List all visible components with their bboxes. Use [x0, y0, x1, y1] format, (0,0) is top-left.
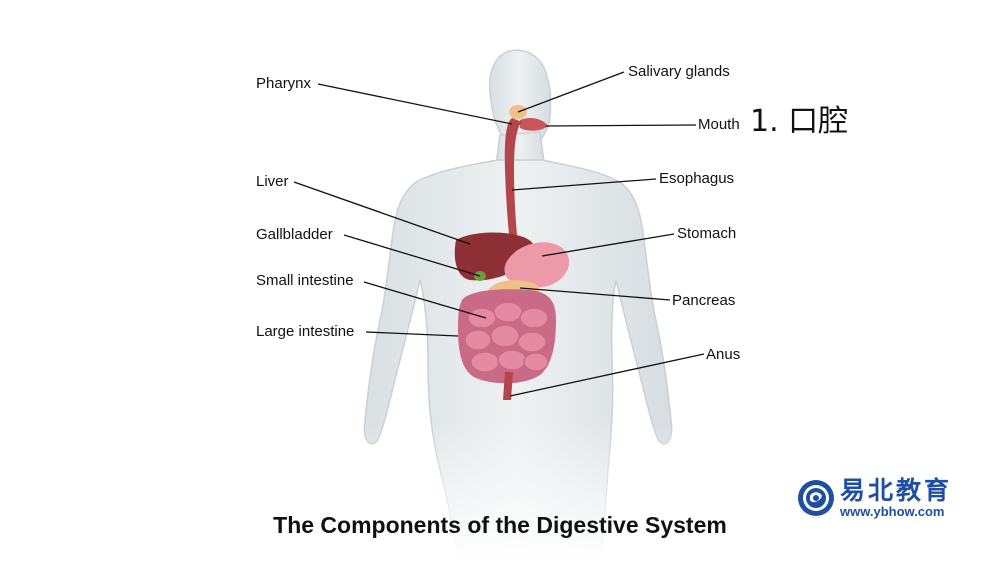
label-gallbladder: Gallbladder	[256, 226, 333, 243]
small-intestine-line	[363, 281, 487, 319]
salivary-glands-line	[517, 71, 625, 113]
gallbladder-line	[343, 234, 481, 277]
brand-watermark: 易北教育 www.ybhow.com	[796, 476, 976, 522]
label-anus: Anus	[706, 346, 741, 363]
small-intestine-shape	[464, 301, 549, 373]
label-pancreas: Pancreas	[672, 292, 736, 309]
mouth-line	[545, 124, 697, 127]
liver-line	[293, 181, 471, 245]
pharynx-line	[317, 83, 513, 125]
body-fade	[360, 420, 690, 563]
label-salivary-glands: Salivary glands	[628, 63, 730, 80]
anus-line	[509, 353, 705, 397]
mouth-shape	[520, 118, 548, 131]
label-esophagus: Esophagus	[659, 170, 735, 187]
label-large-intestine: Large intestine	[256, 323, 355, 340]
pancreas-line	[519, 287, 671, 301]
label-stomach: Stomach	[677, 225, 737, 242]
label-pharynx: Pharynx	[256, 75, 312, 92]
digestive-organs	[454, 105, 570, 400]
esophagus-shape	[504, 118, 522, 245]
mouth-chinese-annotation: 1. 口腔	[750, 104, 849, 139]
large-intestine-line	[365, 331, 459, 337]
label-small-intestine: Small intestine	[256, 272, 354, 289]
diagram-title: The Components of the Digestive System	[273, 512, 727, 538]
esophagus-line	[511, 178, 657, 191]
stomach-line	[541, 233, 675, 257]
brand-logo-icon	[798, 480, 834, 516]
leader-lines	[293, 71, 705, 397]
brand-url: www.ybhow.com	[840, 504, 945, 519]
label-liver: Liver	[256, 173, 289, 190]
label-mouth: Mouth	[698, 116, 740, 133]
brand-name: 易北教育	[840, 476, 953, 505]
rectum-shape	[503, 372, 513, 400]
